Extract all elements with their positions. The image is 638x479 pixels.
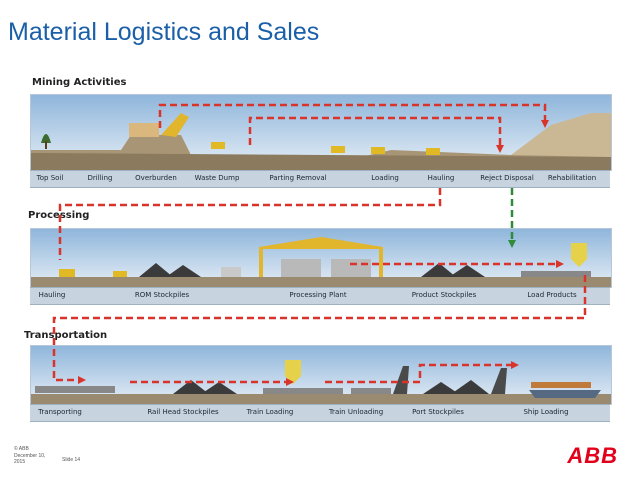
mining-scene: [30, 94, 612, 171]
step-parting-removal: Parting Removal: [269, 174, 327, 182]
footer-slide-number: Slide 14: [62, 457, 81, 463]
abb-logo: ABB: [567, 443, 618, 468]
step-rail-head-stockpiles: Rail Head Stockpiles: [147, 408, 219, 416]
tree-icon: [41, 134, 51, 143]
product-stockpile-icon: [421, 263, 485, 277]
step-load-products: Load Products: [527, 291, 577, 299]
transportation-scene: [30, 345, 612, 405]
processing-steps: Hauling ROM Stockpiles Processing Plant …: [30, 287, 610, 305]
step-transporting: Transporting: [38, 408, 82, 416]
rail-stockpile-icon: [173, 380, 237, 394]
port-stockpile-icon: [423, 380, 489, 394]
rom-stockpile-icon: [139, 263, 201, 277]
step-waste-dump: Waste Dump: [194, 174, 240, 182]
step-drilling: Drilling: [87, 174, 113, 182]
section-label-transportation: Transportation: [24, 330, 108, 341]
transportation-steps: Transporting Rail Head Stockpiles Train …: [30, 404, 610, 422]
section-label-processing: Processing: [28, 210, 90, 221]
step-top-soil: Top Soil: [36, 174, 64, 182]
step-reject-disposal: Reject Disposal: [480, 174, 534, 182]
haul-truck-icon: [59, 269, 75, 277]
step-ship-loading: Ship Loading: [523, 408, 569, 416]
processing-scene: [30, 228, 612, 288]
step-port-stockpiles: Port Stockpiles: [412, 408, 464, 416]
ship-icon: [529, 390, 601, 398]
section-label-mining: Mining Activities: [32, 77, 127, 88]
load-silo-icon: [571, 243, 587, 267]
mining-steps: Top Soil Drilling Overburden Waste Dump …: [30, 170, 610, 188]
step-hauling-processing: Hauling: [38, 291, 66, 299]
step-train-loading: Train Loading: [246, 408, 294, 416]
step-loading: Loading: [371, 174, 399, 182]
step-rehabilitation: Rehabilitation: [547, 174, 597, 182]
step-hauling: Hauling: [427, 174, 455, 182]
footer-date: December 10, 2015: [14, 453, 46, 465]
step-product-stockpiles: Product Stockpiles: [411, 291, 477, 299]
train-icon: [35, 386, 115, 393]
step-rom-stockpiles: ROM Stockpiles: [134, 291, 190, 299]
slide-title: Material Logistics and Sales: [8, 18, 320, 46]
step-overburden: Overburden: [135, 174, 177, 182]
step-train-unloading: Train Unloading: [328, 408, 384, 416]
footer-copyright: © ABB: [14, 446, 29, 452]
step-processing-plant: Processing Plant: [289, 291, 347, 299]
